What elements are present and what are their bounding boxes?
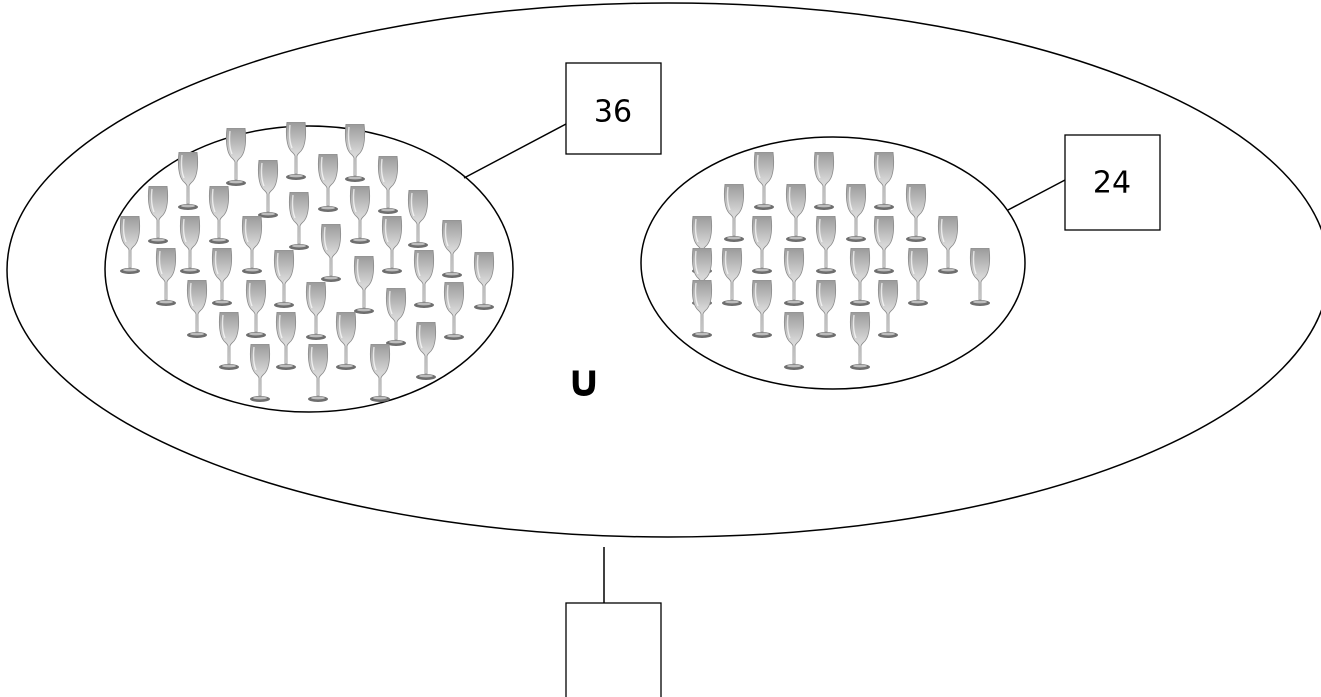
left-wine-glass-icon-16 <box>320 224 342 283</box>
left-wine-glass-icon-24 <box>473 252 495 311</box>
left-wine-glass-icon-15 <box>241 216 263 275</box>
right-wine-glass-icon-19 <box>691 280 713 339</box>
left-wine-glass-icon-34 <box>249 344 271 403</box>
right-wine-glass-icon-4 <box>723 184 745 243</box>
right-wine-glass-icon-10 <box>815 216 837 275</box>
right-wine-glass-icon-7 <box>905 184 927 243</box>
left-wine-glass-icon-33 <box>415 322 437 381</box>
left-wine-glass-icon-28 <box>385 288 407 347</box>
left-wine-glass-icon-21 <box>273 250 295 309</box>
right-wine-glass-icon-2 <box>813 152 835 211</box>
right-set-glasses <box>691 152 991 371</box>
left-wine-glass-icon-27 <box>305 282 327 341</box>
right-wine-glass-icon-15 <box>783 248 805 307</box>
left-wine-glass-icon-4 <box>177 152 199 211</box>
right-set-ellipse <box>640 136 1026 390</box>
left-wine-glass-icon-12 <box>407 190 429 249</box>
left-wine-glass-icon-7 <box>377 156 399 215</box>
left-wine-glass-icon-31 <box>275 312 297 371</box>
left-wine-glass-icon-3 <box>344 124 366 183</box>
union-symbol: ∪ <box>566 356 602 407</box>
right-wine-glass-icon-14 <box>721 248 743 307</box>
right-wine-glass-icon-20 <box>751 280 773 339</box>
right-wine-glass-icon-17 <box>907 248 929 307</box>
left-wine-glass-icon-13 <box>119 216 141 275</box>
right-wine-glass-icon-22 <box>877 280 899 339</box>
left-wine-glass-icon-29 <box>443 282 465 341</box>
right-wine-glass-icon-9 <box>751 216 773 275</box>
left-wine-glass-icon-23 <box>413 250 435 309</box>
left-wine-glass-icon-30 <box>218 312 240 371</box>
right-wine-glass-icon-12 <box>937 216 959 275</box>
right-wine-glass-icon-18 <box>969 248 991 307</box>
left-wine-glass-icon-11 <box>349 186 371 245</box>
right-wine-glass-icon-21 <box>815 280 837 339</box>
left-wine-glass-icon-6 <box>317 154 339 213</box>
left-wine-glass-icon-19 <box>155 248 177 307</box>
left-wine-glass-icon-14 <box>179 216 201 275</box>
left-wine-glass-icon-36 <box>369 344 391 403</box>
right-count-label: 24 <box>1093 166 1131 201</box>
right-wine-glass-icon-1 <box>753 152 775 211</box>
left-wine-glass-icon-32 <box>335 312 357 371</box>
left-wine-glass-icon-2 <box>285 122 307 181</box>
left-wine-glass-icon-22 <box>353 256 375 315</box>
left-wine-glass-icon-25 <box>186 280 208 339</box>
left-wine-glass-icon-10 <box>288 192 310 251</box>
union-ellipse <box>6 2 1321 538</box>
left-count-label: 36 <box>594 95 632 130</box>
right-label-connector <box>1007 179 1066 211</box>
left-wine-glass-icon-18 <box>441 220 463 279</box>
left-wine-glass-icon-35 <box>307 344 329 403</box>
right-wine-glass-icon-23 <box>783 312 805 371</box>
left-wine-glass-icon-5 <box>257 160 279 219</box>
result-box[interactable] <box>565 602 662 697</box>
left-wine-glass-icon-17 <box>381 216 403 275</box>
right-wine-glass-icon-11 <box>873 216 895 275</box>
left-wine-glass-icon-1 <box>225 128 247 187</box>
right-wine-glass-icon-16 <box>849 248 871 307</box>
left-set-ellipse <box>104 125 514 413</box>
right-wine-glass-icon-24 <box>849 312 871 371</box>
right-wine-glass-icon-3 <box>873 152 895 211</box>
left-label-connector <box>463 123 567 179</box>
left-set-glasses <box>119 122 495 403</box>
right-wine-glass-icon-5 <box>785 184 807 243</box>
right-count-box <box>1064 134 1161 231</box>
left-wine-glass-icon-8 <box>147 186 169 245</box>
right-wine-glass-icon-6 <box>845 184 867 243</box>
left-wine-glass-icon-9 <box>208 186 230 245</box>
left-wine-glass-icon-20 <box>211 248 233 307</box>
left-count-box <box>565 62 662 155</box>
left-wine-glass-icon-26 <box>245 280 267 339</box>
